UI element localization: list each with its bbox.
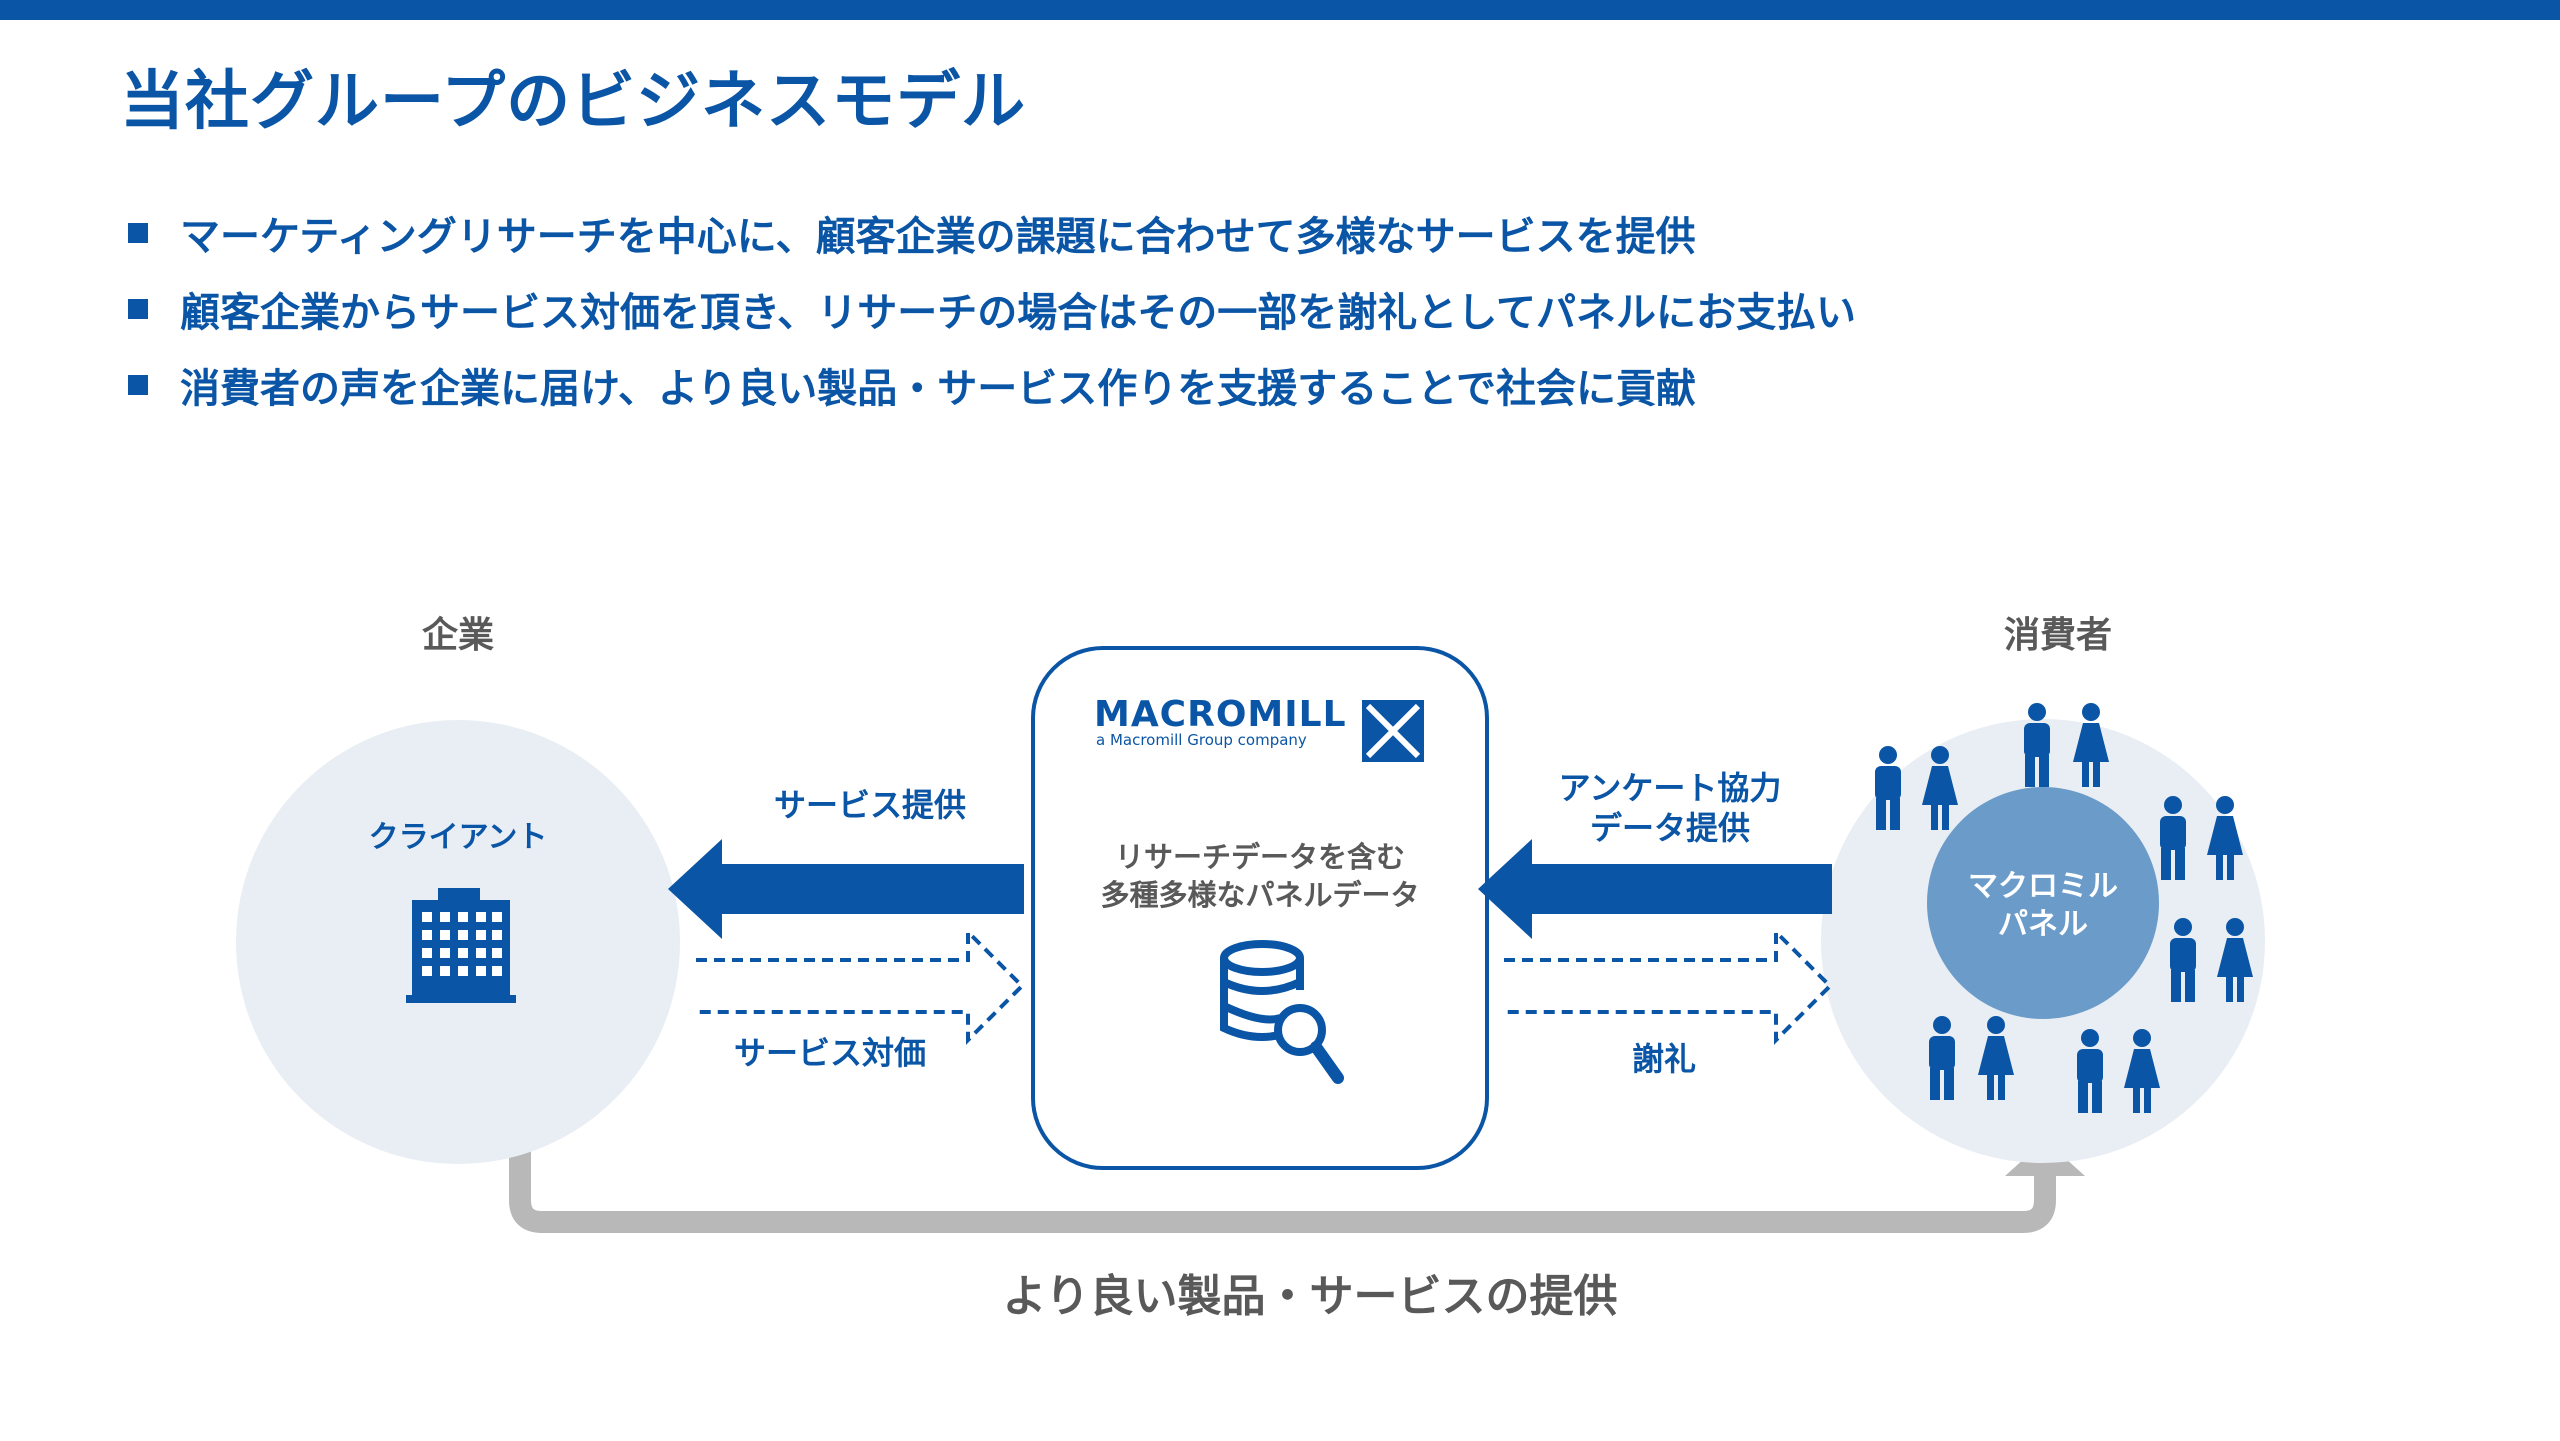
- reward-arrow: [1504, 927, 1833, 1045]
- data-provision-arrow: [1478, 839, 1832, 939]
- survey-data-label-line2: データ提供: [1589, 809, 1750, 847]
- center-description: リサーチデータを含む 多種多様なパネルデータ: [1040, 838, 1480, 914]
- center-box: [1031, 646, 1489, 1170]
- bottom-flow-label: より良い製品・サービスの提供: [1002, 1271, 1618, 1322]
- service-payment-label: サービス対価: [733, 1034, 926, 1072]
- page-title: 当社グループのビジネスモデル: [120, 65, 1027, 139]
- bullet-item: 顧客企業からサービス対価を頂き、リサーチの場合はその一部を謝礼としてパネルにお支…: [128, 271, 1856, 347]
- survey-data-label-line1: アンケート協力: [1558, 769, 1782, 807]
- client-label: クライアント: [368, 820, 548, 855]
- panel-label: マクロミル パネル: [1943, 868, 2143, 944]
- panel-circle: [1927, 787, 2159, 1019]
- bullet-list: マーケティングリサーチを中心に、顧客企業の課題に合わせて多様なサービスを提供 顧…: [128, 195, 1856, 423]
- consumer-heading: 消費者: [2003, 615, 2112, 656]
- bullet-square-icon: [128, 223, 148, 243]
- panel-label-line2: パネル: [1998, 907, 2088, 942]
- macromill-logo-icon: [1362, 700, 1424, 762]
- center-description-line1: リサーチデータを含む: [1114, 840, 1405, 874]
- bullet-text: マーケティングリサーチを中心に、顧客企業の課題に合わせて多様なサービスを提供: [180, 214, 1696, 260]
- panel-label-line1: マクロミル: [1968, 869, 2118, 904]
- reward-label: 謝礼: [1631, 1040, 1696, 1078]
- building-icon: [406, 888, 516, 1003]
- database-search-icon: [1220, 940, 1344, 1084]
- macromill-logo-subtext: a Macromill Group company: [1096, 731, 1307, 749]
- service-payment-arrow: [696, 927, 1025, 1045]
- bullet-text: 消費者の声を企業に届け、より良い製品・サービス作りを支援することで社会に貢献: [180, 366, 1696, 412]
- bullet-item: マーケティングリサーチを中心に、顧客企業の課題に合わせて多様なサービスを提供: [128, 195, 1856, 271]
- center-description-line2: 多種多様なパネルデータ: [1100, 878, 1420, 912]
- macromill-logo-text: MACROMILL: [1094, 694, 1347, 735]
- bullet-text: 顧客企業からサービス対価を頂き、リサーチの場合はその一部を謝礼としてパネルにお支…: [180, 290, 1856, 336]
- bullet-item: 消費者の声を企業に届け、より良い製品・サービス作りを支援することで社会に貢献: [128, 347, 1856, 423]
- bullet-square-icon: [128, 299, 148, 319]
- service-provision-label: サービス提供: [773, 786, 966, 824]
- bullet-square-icon: [128, 375, 148, 395]
- service-provision-arrow: [668, 839, 1024, 939]
- top-accent-bar: [0, 0, 2560, 20]
- survey-data-label: アンケート協力 データ提供: [1520, 768, 1820, 848]
- company-heading: 企業: [421, 615, 494, 656]
